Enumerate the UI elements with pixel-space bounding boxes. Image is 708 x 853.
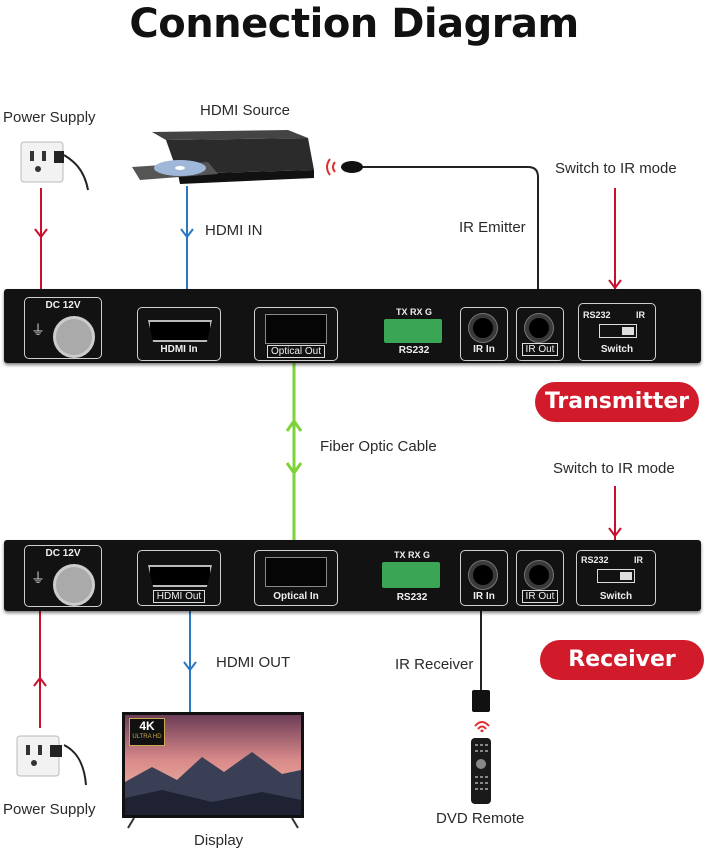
power-line-bottom	[33, 606, 87, 786]
tx-ir-out-label: IR Out	[521, 343, 559, 356]
tx-hdmi-in-port[interactable]: HDMI In	[137, 307, 221, 361]
tx-switch-right: IR	[636, 310, 645, 320]
ir-emitter-label: IR Emitter	[459, 219, 526, 236]
audio-jack-icon	[469, 314, 497, 342]
rx-hdmi-wrap: HDMI Out	[138, 590, 220, 603]
hdmi-out-line	[183, 604, 197, 712]
rx-rs232-label: RS232	[396, 592, 428, 603]
rx-optical-in-port[interactable]: Optical In	[254, 550, 338, 606]
rx-ir-out-wrap: IR Out	[517, 590, 563, 603]
dc-jack-icon	[53, 564, 95, 606]
tx-rs232-label: RS232	[398, 345, 430, 356]
transmitter-unit: DC 12V ⏚ HDMI In Optical Out TX RX G RS2…	[4, 289, 701, 363]
receiver-unit: DC 12V ⏚ HDMI Out Optical In TX RX G RS2…	[4, 540, 701, 611]
power-supply-label-top: Power Supply	[3, 109, 96, 126]
tx-optical-label: Optical Out	[266, 345, 326, 358]
tx-dc-port[interactable]: DC 12V ⏚	[24, 297, 102, 359]
rx-switch-left: RS232	[581, 555, 609, 565]
tx-ir-out-wrap: IR Out	[517, 343, 563, 356]
dc-jack-icon	[53, 316, 95, 358]
receiver-badge: Receiver	[540, 640, 704, 680]
dvd-remote-icon	[470, 738, 492, 804]
tx-optical-out-port[interactable]: Optical Out	[254, 307, 338, 361]
power-line-top	[34, 154, 89, 300]
wall-outlet-icon	[16, 735, 62, 777]
signal-icon	[472, 716, 492, 733]
display-tv-icon: 4K ULTRA HD	[122, 712, 304, 830]
rx-ir-in-label: IR In	[473, 591, 495, 602]
tx-rs232-port[interactable]: TX RX G RS232	[378, 307, 450, 359]
transmitter-badge: Transmitter	[535, 382, 699, 422]
tx-switch-label: Switch	[600, 344, 634, 355]
audio-jack-icon	[525, 561, 553, 589]
switch-ir-line-top	[608, 188, 622, 305]
terminal-block-icon	[382, 562, 440, 588]
tv-badge-main: 4K	[139, 719, 155, 733]
rx-switch[interactable]: RS232 IR Switch	[576, 550, 656, 606]
rx-dc-port[interactable]: DC 12V ⏚	[24, 545, 102, 607]
tx-ir-in-label: IR In	[473, 344, 495, 355]
switch-ir-label-top: Switch to IR mode	[555, 160, 677, 177]
toggle-switch-icon	[597, 569, 635, 583]
tx-switch[interactable]: RS232 IR Switch	[578, 303, 656, 361]
toggle-switch-icon	[599, 324, 637, 338]
rx-ir-in-port[interactable]: IR In	[460, 550, 508, 606]
hdmi-source-player-icon	[128, 122, 314, 187]
hdmi-out-label: HDMI OUT	[216, 654, 291, 671]
hdmi-socket-icon	[148, 320, 212, 342]
display-label: Display	[194, 832, 244, 849]
wall-outlet-icon	[20, 141, 64, 183]
rx-rs232-port[interactable]: TX RX G RS232	[376, 550, 448, 604]
fiber-cable	[285, 334, 303, 572]
tx-optical-label-wrap: Optical Out	[255, 345, 337, 358]
rx-hdmi-label: HDMI Out	[152, 590, 206, 603]
ir-receiver-icon	[472, 690, 490, 712]
hdmi-socket-icon	[148, 565, 212, 587]
hdmi-source-label: HDMI Source	[200, 102, 291, 119]
ir-receiver-label: IR Receiver	[395, 656, 474, 673]
rx-optical-label: Optical In	[273, 591, 319, 602]
tx-rs232-pins: TX RX G	[395, 307, 432, 317]
rx-rs232-pins: TX RX G	[393, 550, 430, 560]
hdmi-in-label: HDMI IN	[205, 222, 263, 239]
tx-dc-label: DC 12V	[45, 300, 81, 311]
terminal-block-icon	[384, 319, 442, 343]
power-supply-label-bottom: Power Supply	[3, 801, 96, 818]
audio-jack-icon	[469, 561, 497, 589]
rx-hdmi-out-port[interactable]: HDMI Out	[137, 550, 221, 606]
tv-4k-badge: 4K ULTRA HD	[129, 718, 165, 746]
rx-switch-label: Switch	[599, 591, 633, 602]
polarity-icon: ⏚	[31, 322, 45, 338]
tv-badge-sub: ULTRA HD	[132, 734, 162, 740]
rx-switch-right: IR	[634, 555, 643, 565]
audio-jack-icon	[525, 314, 553, 342]
diagram-title: Connection Diagram	[129, 1, 579, 47]
switch-ir-label-bottom: Switch to IR mode	[553, 460, 675, 477]
rx-ir-out-label: IR Out	[521, 590, 559, 603]
tx-hdmi-label: HDMI In	[160, 344, 198, 355]
tx-switch-left: RS232	[583, 310, 611, 320]
ir-emitter-cable	[362, 166, 539, 309]
polarity-icon: ⏚	[31, 570, 45, 586]
optical-socket-icon	[265, 314, 327, 344]
optical-socket-icon	[265, 557, 327, 587]
rx-ir-out-port[interactable]: IR Out	[516, 550, 564, 606]
dvd-remote-label: DVD Remote	[436, 810, 525, 827]
tx-ir-in-port[interactable]: IR In	[460, 307, 508, 361]
fiber-optic-label: Fiber Optic Cable	[320, 438, 437, 455]
rx-dc-label: DC 12V	[45, 548, 81, 559]
tx-ir-out-port[interactable]: IR Out	[516, 307, 564, 361]
ir-emitter-icon	[322, 155, 366, 179]
